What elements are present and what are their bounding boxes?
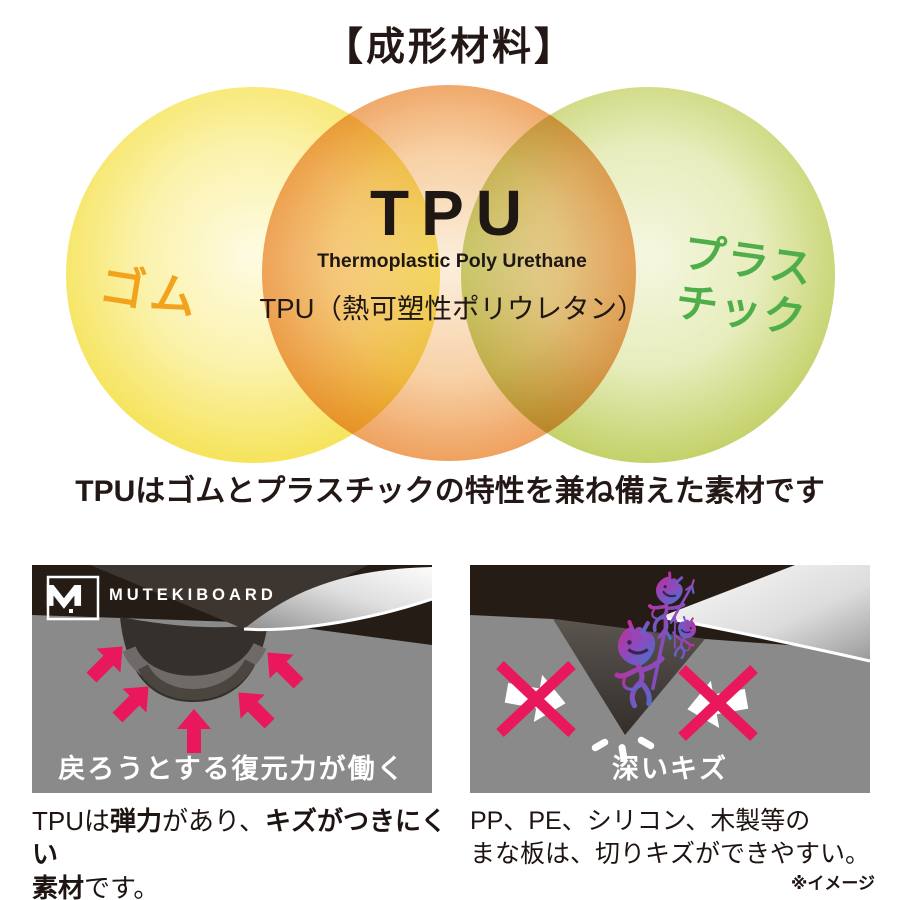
brand-name: MUTEKIBOARD bbox=[109, 586, 277, 604]
desc-segment: です。 bbox=[84, 872, 160, 900]
dent-depression bbox=[120, 617, 268, 702]
tpu-name: TPU bbox=[370, 177, 534, 249]
tpu-label-block: TPU Thermoplastic Poly Urethane TPU（熱可塑性… bbox=[252, 176, 652, 326]
x-mark-icon bbox=[496, 661, 576, 737]
mutekiboard-logo-icon bbox=[46, 575, 100, 621]
left-illustration-panel: MUTEKIBOARD 戻ろうとする復元力が働く bbox=[32, 565, 432, 793]
right-panel-caption: 深いキズ bbox=[612, 754, 728, 784]
right-panel-description: PP、PE、シリコン、木製等の まな板は、切りキズができやすい。 ※イメージ bbox=[470, 805, 875, 895]
image-disclaimer-note: ※イメージ bbox=[790, 874, 875, 893]
tpu-circle bbox=[262, 85, 636, 461]
tpu-description: TPU（熱可塑性ポリウレタン） bbox=[259, 293, 645, 324]
venn-diagram: ゴム プラス チック TPU Thermoplastic Poly Uretha… bbox=[66, 85, 835, 463]
cutting-board-surface bbox=[470, 615, 870, 793]
left-panel-caption: 戻ろうとする復元力が働く bbox=[58, 754, 406, 784]
desc-segment-bold: 弾力 bbox=[110, 806, 163, 836]
desc-line2: まな板は、切りキズができやすい。 bbox=[470, 839, 871, 868]
right-panel-graphic bbox=[470, 565, 870, 793]
right-illustration-panel: 深いキズ bbox=[470, 565, 870, 793]
page-title: 【成形材料】 bbox=[323, 26, 576, 69]
desc-segment-bold: 素材 bbox=[32, 872, 85, 900]
no-restoring-force-left bbox=[496, 661, 576, 737]
x-mark-icon bbox=[678, 665, 758, 741]
desc-line1: PP、PE、シリコン、木製等の bbox=[470, 807, 811, 835]
desc-segment: があり、 bbox=[162, 806, 265, 836]
deep-cut-gash bbox=[553, 619, 705, 735]
left-panel-graphic bbox=[32, 565, 432, 793]
impact-dashes bbox=[591, 736, 655, 762]
desc-segment-bold: キズがつきにくい bbox=[32, 806, 447, 870]
desc-segment: TPUは bbox=[32, 806, 111, 836]
knife-blade-icon bbox=[659, 565, 870, 663]
left-panel-description: TPUは弾力があり、キズがつきにくい 素材です。 bbox=[32, 805, 447, 900]
tpu-subtitle: Thermoplastic Poly Urethane bbox=[317, 250, 587, 272]
no-restoring-force-right bbox=[678, 665, 758, 741]
restoring-force-arrows bbox=[86, 646, 304, 753]
knife-blade-icon bbox=[90, 565, 432, 632]
tagline: TPUはゴムとプラスチックの特性を兼ね備えた素材です bbox=[75, 475, 825, 508]
